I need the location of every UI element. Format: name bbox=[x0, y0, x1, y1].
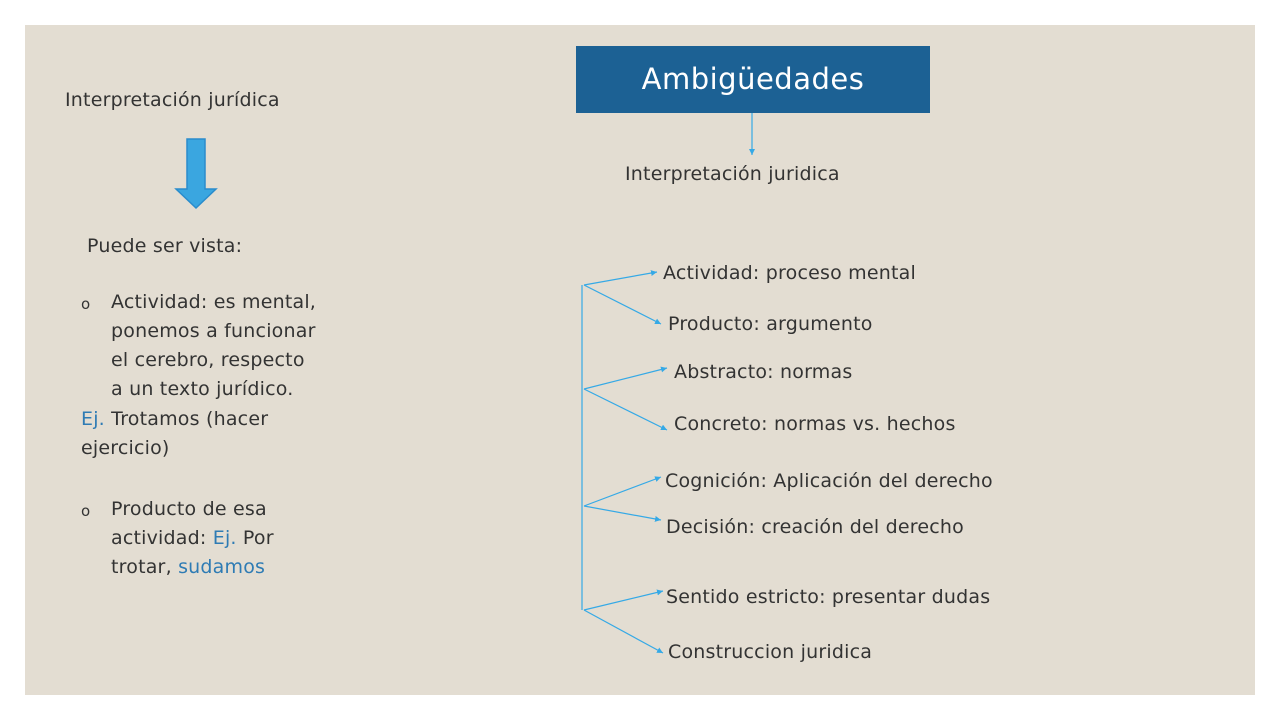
product-line-2-tail: Por bbox=[236, 527, 274, 549]
intro-text: Puede ser vista: bbox=[87, 235, 243, 257]
branch-connector-3 bbox=[583, 366, 668, 390]
product-accent-word: sudamos bbox=[178, 556, 266, 578]
down-arrow-icon bbox=[174, 138, 218, 210]
title-box: Ambigüedades bbox=[576, 46, 930, 113]
product-example-label: Ej. bbox=[212, 527, 237, 549]
left-heading: Interpretación jurídica bbox=[65, 89, 280, 111]
slide: Interpretación jurídica Puede ser vista:… bbox=[25, 25, 1255, 695]
product-line-2-text: actividad: bbox=[111, 527, 213, 549]
subtitle: Interpretación juridica bbox=[625, 163, 840, 185]
branch-label-5: Cognición: Aplicación del derecho bbox=[665, 470, 993, 492]
example-line: Ej. Trotamos (hacer bbox=[81, 405, 268, 434]
branch-connector-4 bbox=[583, 388, 668, 431]
activity-line-1: Actividad: es mental, bbox=[111, 291, 317, 313]
branch-label-2: Producto: argumento bbox=[668, 313, 873, 335]
diagram-connectors bbox=[174, 113, 755, 654]
branch-label-8: Construccion juridica bbox=[668, 641, 873, 663]
product-line-2: actividad: Ej. Por bbox=[111, 524, 274, 553]
bullet-marker: o bbox=[81, 502, 91, 520]
branch-label-3: Abstracto: normas bbox=[674, 361, 853, 383]
branch-connector-2 bbox=[583, 284, 662, 325]
branch-label-4: Concreto: normas vs. hechos bbox=[674, 413, 956, 435]
branch-connector-6 bbox=[583, 505, 662, 522]
bullet-marker: o bbox=[81, 295, 91, 313]
branch-label-7: Sentido estricto: presentar dudas bbox=[666, 586, 991, 608]
product-line-3-text: trotar, bbox=[111, 556, 179, 578]
example-label: Ej. bbox=[81, 408, 105, 430]
branch-connector-8 bbox=[583, 609, 664, 654]
product-line-3: trotar, sudamos bbox=[111, 553, 265, 582]
activity-line-2: ponemos a funcionar bbox=[111, 320, 316, 342]
example-continuation: ejercicio) bbox=[81, 437, 170, 459]
activity-line-3: el cerebro, respecto bbox=[111, 349, 305, 371]
branch-connector-5 bbox=[583, 476, 662, 507]
product-line-1: Producto de esa bbox=[111, 498, 267, 520]
branch-label-1: Actividad: proceso mental bbox=[663, 262, 916, 284]
branch-label-6: Decisión: creación del derecho bbox=[666, 516, 964, 538]
branch-connector-7 bbox=[583, 589, 664, 611]
activity-line-4: a un texto jurídico. bbox=[111, 378, 294, 400]
example-text: Trotamos (hacer bbox=[104, 408, 269, 430]
branch-connector-1 bbox=[583, 270, 658, 286]
